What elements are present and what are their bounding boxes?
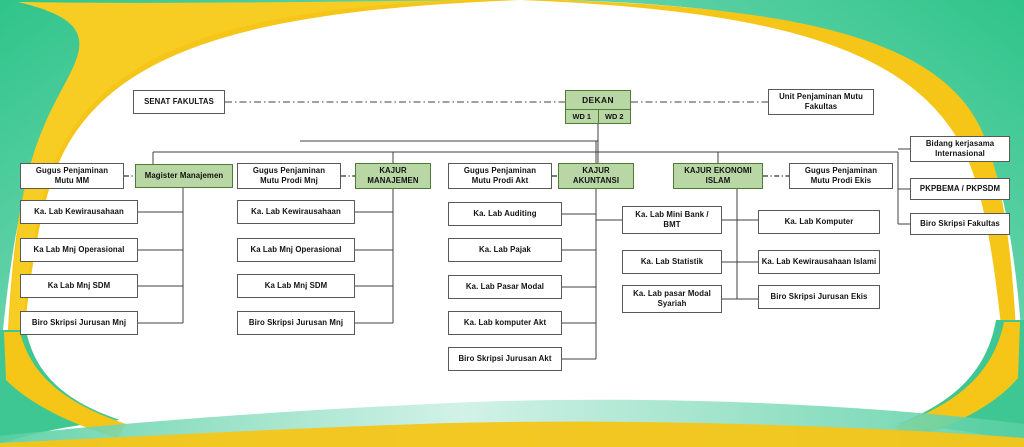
node-label: Biro Skripsi Fakultas (920, 218, 1000, 228)
node-senat-fakultas[interactable]: SENAT FAKULTAS (133, 90, 225, 114)
node-label: Ka Lab Mnj SDM (264, 280, 328, 290)
node-label: Ka. Lab Pajak (478, 244, 531, 254)
node-label: Ka. Lab Statistik (640, 256, 704, 266)
node-akt-lab-pajak[interactable]: Ka. Lab Pajak (448, 238, 562, 262)
node-label: PKPBEMA / PKPSDM (919, 183, 1001, 193)
node-mnj-lab-sdm[interactable]: Ka Lab Mnj SDM (237, 274, 355, 298)
node-akt-lab-komputer[interactable]: Ka. Lab komputer Akt (448, 311, 562, 335)
node-ekis-lab-mini-bank[interactable]: Ka. Lab Mini Bank /BMT (622, 206, 722, 234)
node-label: Ka Lab Mnj Operasional (33, 244, 125, 254)
node-mnj-biro-skripsi[interactable]: Biro Skripsi Jurusan Mnj (237, 311, 355, 335)
node-mm-lab-operasional[interactable]: Ka Lab Mnj Operasional (20, 238, 138, 262)
node-label: Ka. Lab Kewirausahaan (251, 206, 341, 216)
node-wd2[interactable]: WD 2 (597, 109, 631, 124)
dekan-title: DEKAN (565, 90, 631, 110)
node-label: Ka Lab Mnj SDM (47, 280, 111, 290)
node-label: Ka. Lab Kewirausahaan Islami (761, 256, 877, 266)
node-dekan[interactable]: DEKAN WD 1 WD 2 (565, 90, 631, 124)
node-label: Biro Skripsi Jurusan Ekis (770, 291, 868, 301)
node-label: Biro Skripsi Jurusan Mnj (31, 317, 127, 327)
node-ekis-lab-kewirausahaan-islami[interactable]: Ka. Lab Kewirausahaan Islami (758, 250, 880, 274)
node-label: Ka Lab Mnj Operasional (250, 244, 342, 254)
node-ekis-lab-statistik[interactable]: Ka. Lab Statistik (622, 250, 722, 274)
node-mm-biro-skripsi[interactable]: Biro Skripsi Jurusan Mnj (20, 311, 138, 335)
node-label: Ka. Lab Komputer (784, 216, 854, 226)
node-mm-lab-sdm[interactable]: Ka Lab Mnj SDM (20, 274, 138, 298)
node-label: Ka. Lab Mini Bank /BMT (635, 209, 709, 229)
node-label: SENAT FAKULTAS (144, 96, 214, 106)
node-label: Ka. Lab komputer Akt (463, 317, 547, 327)
node-pkpbema-pkpsdm[interactable]: PKPBEMA / PKPSDM (910, 178, 1010, 200)
node-label: Ka. Lab Kewirausahaan (34, 206, 124, 216)
node-ekis-biro-skripsi[interactable]: Biro Skripsi Jurusan Ekis (758, 285, 880, 309)
node-label: Ka. Lab Auditing (473, 208, 537, 218)
node-mnj-lab-kewirausahaan[interactable]: Ka. Lab Kewirausahaan (237, 200, 355, 224)
node-label: Biro Skripsi Jurusan Mnj (248, 317, 344, 327)
node-akt-lab-pasar-modal[interactable]: Ka. Lab Pasar Modal (448, 275, 562, 299)
node-wd1[interactable]: WD 1 (565, 109, 599, 124)
node-label: Magister Manajemen (144, 170, 224, 180)
node-biro-skripsi-fakultas[interactable]: Biro Skripsi Fakultas (910, 213, 1010, 235)
node-ekis-lab-komputer[interactable]: Ka. Lab Komputer (758, 210, 880, 234)
node-mm-lab-kewirausahaan[interactable]: Ka. Lab Kewirausahaan (20, 200, 138, 224)
node-akt-biro-skripsi[interactable]: Biro Skripsi Jurusan Akt (448, 347, 562, 371)
dekan-deputies: WD 1 WD 2 (565, 109, 631, 124)
node-magister-manajemen[interactable]: Magister Manajemen (135, 164, 233, 188)
node-mnj-lab-operasional[interactable]: Ka Lab Mnj Operasional (237, 238, 355, 262)
node-label: Biro Skripsi Jurusan Akt (458, 353, 552, 363)
node-akt-lab-auditing[interactable]: Ka. Lab Auditing (448, 202, 562, 226)
node-label: Ka. Lab Pasar Modal (465, 281, 545, 291)
